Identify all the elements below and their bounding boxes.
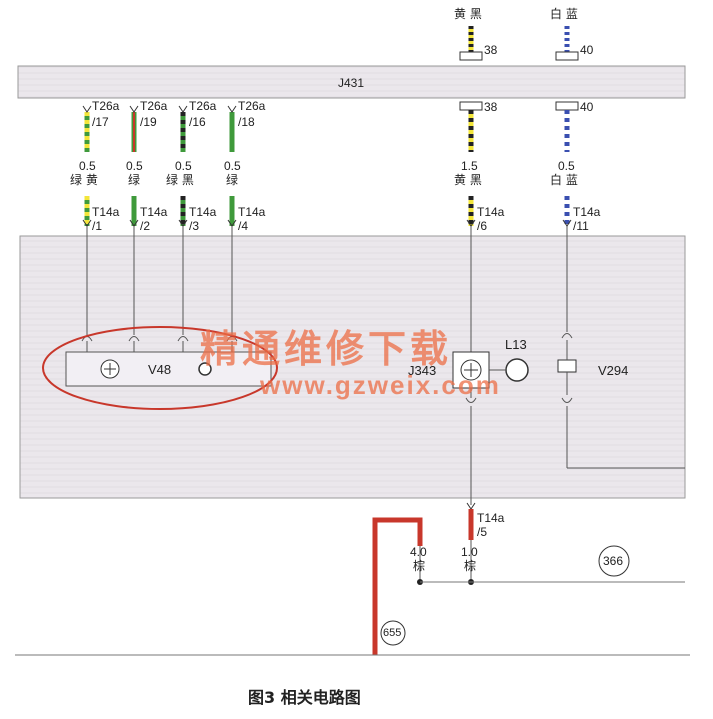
- j343-label: J343: [408, 363, 437, 378]
- left-wire-4-t14pin: /4: [238, 219, 249, 233]
- left-wire-3-t14pin: /3: [189, 219, 200, 233]
- right-wire-38-t14: T14a: [477, 205, 505, 219]
- watermark-cn: 精通维修下载: [200, 327, 453, 371]
- left-wire-4-conn: T26a: [238, 99, 266, 113]
- left-wire-1-conn: T26a: [92, 99, 120, 113]
- left-wire-2-t14: T14a: [140, 205, 168, 219]
- left-wire-2-color: 绿: [128, 173, 141, 187]
- left-arrows: [82, 105, 237, 227]
- ground-wire-color: 棕: [464, 559, 477, 573]
- left-wire-3-t14: T14a: [189, 205, 217, 219]
- top-wire-38-color: 黄 黑: [454, 7, 482, 21]
- right-wire-40-size: 0.5: [558, 159, 575, 173]
- ground-wire-size: 1.0: [461, 545, 478, 559]
- top-wire-40-color: 白 蓝: [550, 7, 578, 21]
- j431-pin-40: [555, 101, 579, 111]
- j431-pin-40-label: 40: [580, 100, 594, 114]
- right-wire-38-color: 黄 黑: [454, 173, 482, 187]
- right-wire-38-size: 1.5: [461, 159, 478, 173]
- right-wire-40: [557, 110, 685, 469]
- left-wire-1-pin: /17: [92, 115, 109, 129]
- left-wire-1-t14pin: /1: [92, 219, 103, 233]
- left-wire-1-size: 0.5: [79, 159, 96, 173]
- j431-label: J431: [338, 76, 365, 90]
- v48-box: [65, 351, 272, 387]
- top-wire-40: [555, 26, 579, 61]
- top-wire-40-pin: 40: [580, 43, 594, 57]
- ref-655-circle: [380, 620, 406, 646]
- ground-wire-left-color: 棕: [413, 559, 426, 573]
- left-wire-1-color: 绿 黄: [70, 173, 98, 187]
- figure-caption: 图3 相关电路图: [248, 688, 361, 707]
- right-wire-38-t14pin: /6: [477, 219, 488, 233]
- ground-wire-t14: T14a: [477, 511, 505, 525]
- top-wire-38: [459, 26, 483, 61]
- right-wire-40-t14pin: /11: [573, 219, 589, 233]
- j431-pin-38-label: 38: [484, 100, 498, 114]
- left-wire-1-t14: T14a: [92, 205, 120, 219]
- v48-sensor-icon: [198, 362, 212, 376]
- l13-label: L13: [505, 337, 527, 352]
- j431-pin-38: [459, 101, 483, 111]
- left-wire-3-pin: /16: [189, 115, 206, 129]
- v48-highlight-ellipse: [42, 326, 278, 410]
- left-wire-3-conn: T26a: [189, 99, 217, 113]
- ground-wire-t14pin: /5: [477, 525, 488, 539]
- v48-label: V48: [148, 362, 172, 377]
- left-wire-3-size: 0.5: [175, 159, 192, 173]
- ground-wire-left-size: 4.0: [410, 545, 427, 559]
- left-wire-4-color: 绿: [226, 173, 239, 187]
- right-wire-40-color: 白 蓝: [550, 173, 578, 187]
- right-wire-38: [466, 110, 476, 352]
- left-wire-4-t14: T14a: [238, 205, 266, 219]
- ref-655: 655: [383, 627, 402, 639]
- right-wire-40-t14: T14a: [573, 205, 601, 219]
- top-wire-38-pin: 38: [484, 43, 498, 57]
- j431-band: [17, 65, 686, 99]
- ref-366-circle: [598, 545, 630, 577]
- left-wire-3-color: 绿 黑: [166, 173, 194, 187]
- left-wire-4-pin: /18: [238, 115, 255, 129]
- left-wire-2-pin: /19: [140, 115, 157, 129]
- l13-lamp-icon: [505, 358, 529, 382]
- v294-label: V294: [598, 363, 629, 378]
- left-wire-2-conn: T26a: [140, 99, 168, 113]
- ref-366: 366: [603, 554, 624, 568]
- left-wire-2-t14pin: /2: [140, 219, 151, 233]
- watermark-url: www.gzweix.com: [260, 370, 501, 400]
- left-wire-4-size: 0.5: [224, 159, 241, 173]
- left-wire-2-size: 0.5: [126, 159, 143, 173]
